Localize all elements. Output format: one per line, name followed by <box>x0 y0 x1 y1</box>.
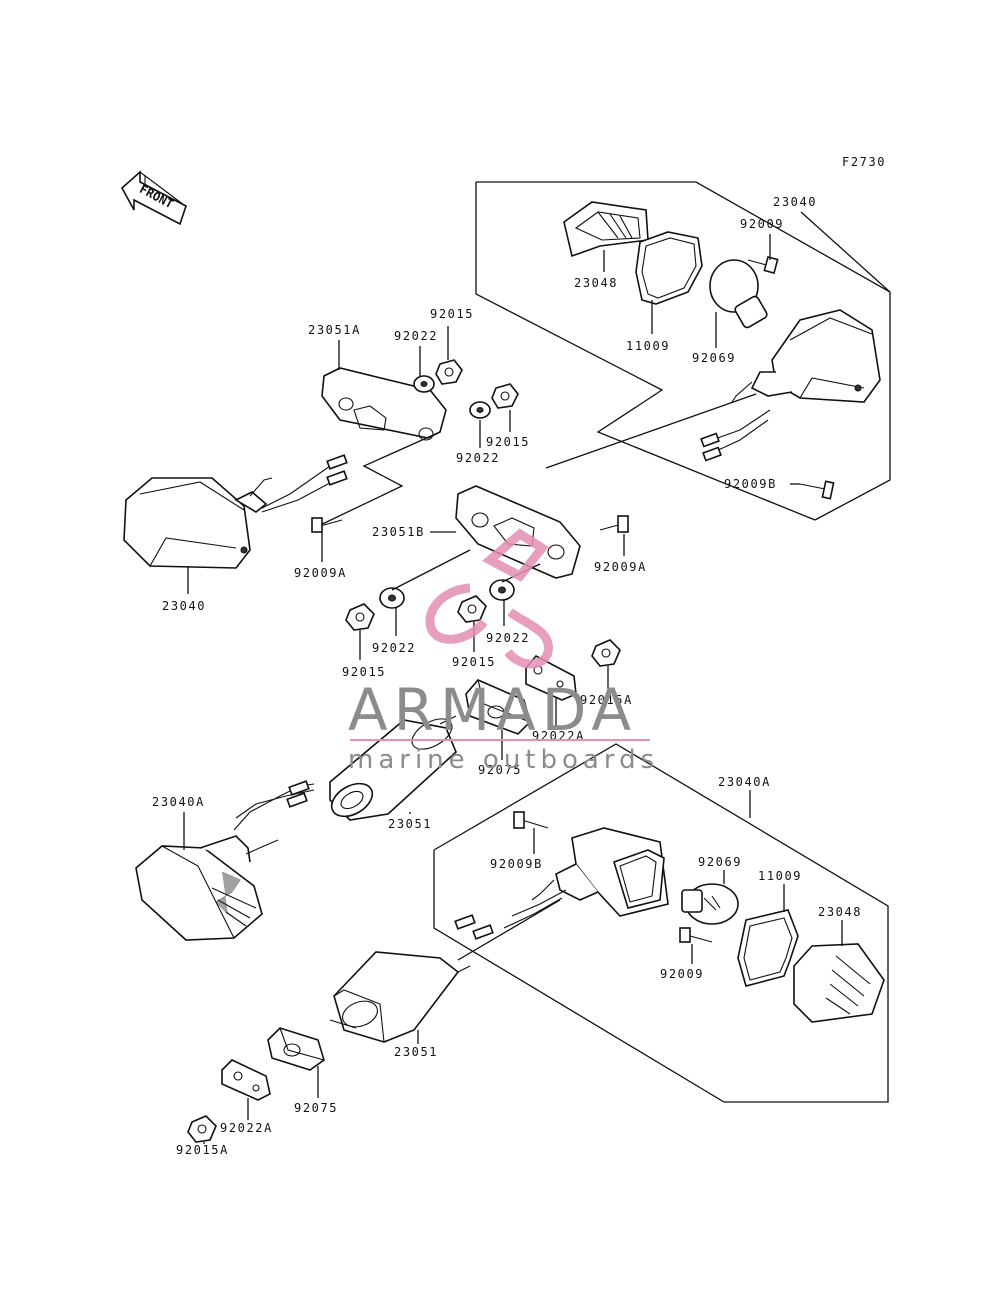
label-92009B-bottom: 92009B <box>490 857 543 871</box>
nut-92015-a <box>435 359 463 385</box>
washer-92022-a <box>413 375 435 393</box>
label-92069-bottom: 92069 <box>698 855 742 869</box>
label-92022-d: 92022 <box>486 631 530 645</box>
label-23051-mid: 23051 <box>388 817 432 831</box>
label-11009-top: 11009 <box>626 339 670 353</box>
label-92009A-right: 92009A <box>594 560 647 574</box>
bracket-plate-23051A <box>321 367 447 441</box>
label-23051A: 23051A <box>308 323 361 337</box>
screw-92009A-right <box>599 515 629 533</box>
grommet-92075-bottom <box>267 1027 325 1071</box>
watermark-tagline: marine outboards <box>348 745 659 775</box>
watermark-logo-icon <box>425 528 553 669</box>
assembly-box-bottom <box>433 743 889 1103</box>
label-92015-b: 92015 <box>486 435 530 449</box>
label-23040-top: 23040 <box>773 195 817 209</box>
leader-line <box>313 431 441 529</box>
label-92015A-bottom: 92015A <box>176 1143 229 1157</box>
figure-code: F2730 <box>842 155 886 169</box>
label-92015-c: 92015 <box>342 665 386 679</box>
nut-92015A-mid <box>591 639 621 667</box>
bulb-92069-bottom <box>681 883 739 925</box>
label-92015-d: 92015 <box>452 655 496 669</box>
label-92022-b: 92022 <box>456 451 500 465</box>
turn-signal-23040A-left <box>135 780 315 941</box>
label-11009-bottom: 11009 <box>758 869 802 883</box>
watermark-brand: ARMADA <box>348 676 637 744</box>
label-23040A-left: 23040A <box>152 795 205 809</box>
turn-signal-23040A-right <box>454 827 669 940</box>
label-23040-left: 23040 <box>162 599 206 613</box>
washer-92022-b <box>469 401 491 419</box>
stay-23051-mid <box>329 715 457 821</box>
label-92022A-bottom: 92022A <box>220 1121 273 1135</box>
label-23051-bottom: 23051 <box>394 1045 438 1059</box>
label-92009-top: 92009 <box>740 217 784 231</box>
screw-92009-top <box>747 255 779 275</box>
screw-92009A-left <box>311 517 343 533</box>
washer-92022-c <box>379 587 405 609</box>
nut-92015-d <box>457 595 487 623</box>
spacer-92022A-bottom <box>221 1059 271 1101</box>
label-92015A-mid: 92015A <box>580 693 633 707</box>
nut-92015-b <box>491 383 519 409</box>
lens-23048-bottom <box>793 943 885 1023</box>
label-92009-bottom: 92009 <box>660 967 704 981</box>
label-23040A-right: 23040A <box>718 775 771 789</box>
gasket-11009-top <box>635 231 703 305</box>
label-92069-top: 92069 <box>692 351 736 365</box>
nut-92015A-bottom <box>187 1115 217 1143</box>
washer-92022-d <box>489 579 515 601</box>
lens-23048-top <box>563 201 649 258</box>
label-92022-a: 92022 <box>394 329 438 343</box>
label-92075-mid: 92075 <box>478 763 522 777</box>
turn-signal-23040-left <box>123 454 348 569</box>
stay-23051-bottom <box>329 951 471 1043</box>
gasket-11009-bottom <box>737 909 799 987</box>
label-92022-c: 92022 <box>372 641 416 655</box>
label-92075-bottom: 92075 <box>294 1101 338 1115</box>
nut-92015-c <box>345 603 375 631</box>
screw-92009-bottom <box>679 927 713 943</box>
screw-92009B-bottom <box>513 811 549 829</box>
label-92015-a: 92015 <box>430 307 474 321</box>
front-arrow-icon: FRONT <box>120 170 187 226</box>
screw-92009B-top <box>799 480 835 500</box>
leader-lines <box>183 211 891 1144</box>
label-92009A-left: 92009A <box>294 566 347 580</box>
label-23048-bottom: 23048 <box>818 905 862 919</box>
label-92009B-top: 92009B <box>724 477 777 491</box>
turn-signal-23040-top <box>700 309 881 462</box>
label-23051B: 23051B <box>372 525 425 539</box>
grommet-92075-mid <box>465 679 531 735</box>
label-23048-top: 23048 <box>574 276 618 290</box>
bulb-92069-top <box>709 259 768 329</box>
